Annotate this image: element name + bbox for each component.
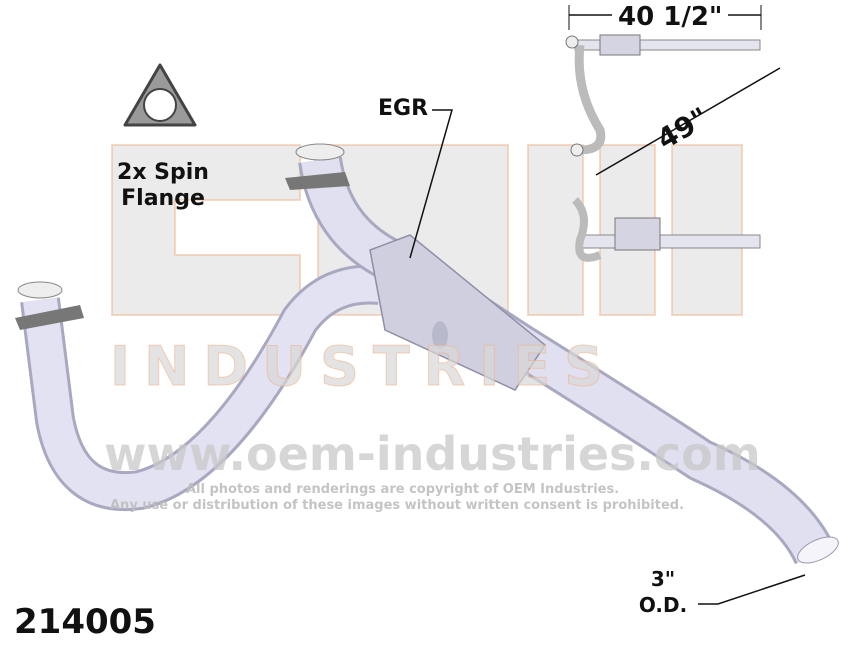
right-inlet-flange-top: [295, 143, 345, 161]
part-number: 214005: [14, 602, 156, 642]
inset-top-view: [565, 5, 781, 176]
outlet-diameter-label: 3" O.D.: [628, 566, 698, 618]
right-flange: [285, 172, 350, 190]
diagonal-dimension-line: [595, 67, 781, 176]
spin-flange-hole: [143, 88, 177, 122]
right-pipe: [301, 156, 833, 564]
outlet-od: O.D.: [638, 593, 688, 617]
left-inlet-flange-top: [17, 281, 63, 299]
watermark-url: www.oem-industries.com: [104, 427, 761, 481]
flange-label: 2x Spin Flange: [108, 160, 218, 212]
converter-heat-shield-dimple: [432, 321, 448, 349]
pipe-outlet: [797, 536, 839, 564]
inset-side-view: [571, 197, 761, 262]
watermark-copyright-line2: Any use or distribution of these images …: [110, 498, 685, 513]
catalytic-converter: [369, 234, 547, 391]
egr-label: EGR: [378, 96, 429, 121]
outlet-size: 3": [650, 567, 676, 591]
watermark-industries: INDUSTRIES: [109, 335, 618, 399]
flange-label-line1: 2x Spin: [117, 160, 209, 185]
od-leader-line: [698, 574, 806, 605]
watermark-copyright-line1: All photos and renderings are copyright …: [186, 482, 620, 497]
left-flange: [15, 305, 84, 330]
egr-leader-line: [409, 109, 453, 259]
left-pipe: [23, 267, 382, 509]
width-dimension-label: 40 1/2": [612, 2, 729, 32]
watermark-letter-m3: [671, 144, 743, 316]
flange-label-line2: Flange: [121, 186, 205, 211]
